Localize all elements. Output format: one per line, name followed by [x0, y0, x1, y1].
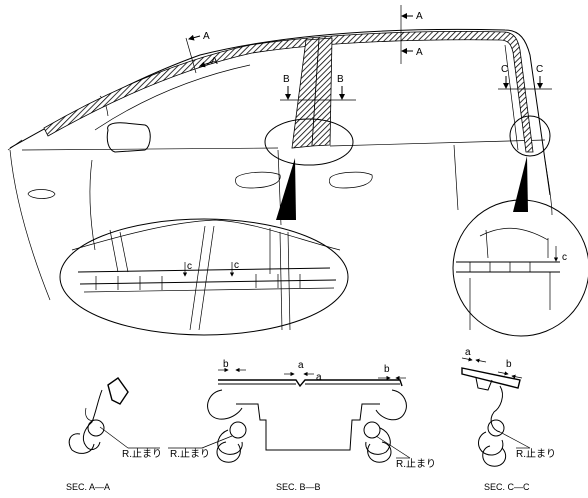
- dim-b-1: b: [223, 359, 229, 370]
- caption-sec-a: SEC. A—A: [66, 482, 110, 492]
- dim-b-3: b: [506, 359, 512, 370]
- detail-circle-rear: [509, 115, 551, 157]
- stop-label-b-right: R.止まり: [396, 458, 436, 470]
- caption-sec-b: SEC. B—B: [276, 482, 321, 492]
- section-a-drawing: R.止まり SEC. A—A: [66, 377, 162, 492]
- section-marker-b: B B: [280, 74, 356, 101]
- vehicle-outline: [7, 28, 553, 301]
- marker-a-label-2: A: [211, 56, 218, 67]
- rear-door-handle: [329, 171, 373, 189]
- marker-a-label-4: A: [416, 47, 423, 58]
- marker-b-label-1: B: [283, 74, 290, 85]
- leader-center: [276, 158, 296, 220]
- section-b-drawing: b a a b R.止まり R.止まり SEC. B—B: [168, 359, 436, 492]
- dim-b-2: b: [384, 364, 390, 375]
- section-c-drawing: a b R.止まり SEC. C—C: [461, 347, 556, 492]
- marker-b-label-2: B: [337, 74, 344, 85]
- section-marker-a-front: A A: [185, 31, 218, 74]
- dim-a-2: a: [316, 372, 322, 383]
- detail-view-rear: c: [452, 199, 588, 337]
- dim-a-1: a: [298, 360, 304, 371]
- dim-c-2: c: [234, 260, 239, 271]
- stop-label-c: R.止まり: [516, 448, 556, 460]
- detail-circle-center: [264, 118, 354, 166]
- front-door-handle: [235, 171, 281, 189]
- b-pillar-moldings: [291, 37, 333, 149]
- roof-molding: [43, 31, 534, 153]
- dim-c-1: c: [187, 261, 192, 272]
- marker-c-label-2: C: [536, 64, 543, 75]
- caption-sec-c: SEC. C—C: [484, 482, 530, 492]
- dim-c-3: c: [562, 252, 567, 263]
- marker-c-label-1: C: [501, 64, 508, 75]
- stop-label-a: R.止まり: [122, 448, 162, 460]
- marker-a-label-1: A: [203, 31, 210, 42]
- stop-label-b-left: R.止まり: [170, 448, 210, 460]
- section-marker-a-top: A A: [400, 5, 423, 64]
- dim-a-3: a: [465, 347, 471, 358]
- section-marker-c: C C: [498, 64, 552, 90]
- leader-rear: [513, 156, 528, 212]
- side-marker: [27, 189, 56, 199]
- marker-a-label-3: A: [416, 11, 423, 22]
- side-mirror: [106, 122, 151, 153]
- detail-view-center: c c: [59, 218, 349, 336]
